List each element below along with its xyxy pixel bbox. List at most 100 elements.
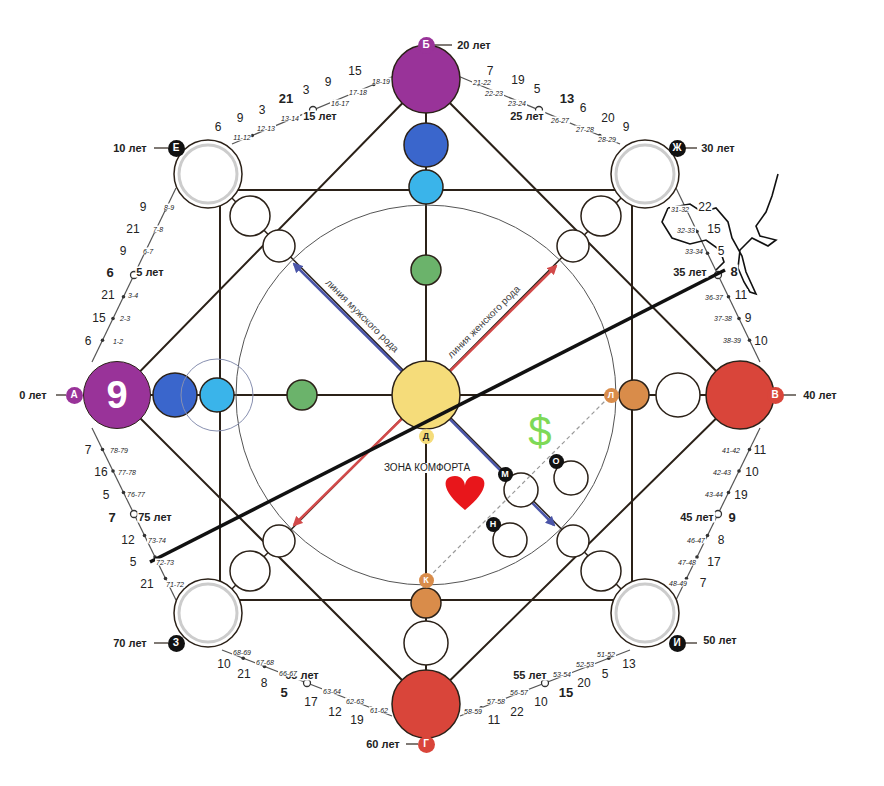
age-label: 60 лет: [365, 739, 401, 750]
age-number: 8: [729, 265, 738, 278]
year-range: 48-49: [668, 580, 688, 587]
callout-number: 6: [579, 102, 588, 114]
callout-number: 12: [327, 706, 342, 718]
letter-badge: Д: [419, 429, 434, 444]
year-range: 26-27: [550, 117, 570, 124]
year-range: 27-28: [575, 126, 595, 133]
year-range: 23-24: [507, 100, 527, 107]
age-label: 50 лет: [702, 635, 738, 646]
callout-number: 16: [93, 466, 108, 478]
callout-number: 21: [236, 668, 251, 680]
year-range: 57-58: [486, 698, 506, 705]
badge-letter: Д: [423, 432, 429, 441]
age-label: 0 лет: [18, 390, 47, 401]
year-range: 63-64: [322, 688, 342, 695]
letter-badge: Г: [418, 736, 435, 753]
year-range: 11-12: [232, 134, 251, 141]
year-range: 3-4: [127, 292, 139, 299]
badge-letter: Г: [423, 739, 429, 749]
year-range: 31-32: [670, 206, 690, 213]
year-range: 47-48: [677, 559, 697, 566]
year-range: 7-8: [152, 226, 164, 233]
callout-number: 5: [601, 668, 610, 680]
age-number: 21: [278, 92, 294, 105]
zone-label: ЗОНА КОМФОРТА: [383, 463, 471, 473]
age-label: 10 лет: [112, 143, 148, 154]
badge-letter: Б: [422, 40, 429, 50]
year-range: 16-17: [330, 100, 350, 107]
age-label: 75 лет: [137, 512, 173, 523]
year-range: 78-79: [109, 447, 129, 454]
callout-number: 19: [349, 714, 364, 726]
callout-number: 22: [697, 201, 712, 213]
year-range: 73-74: [147, 537, 167, 544]
callout-number: 8: [717, 534, 726, 546]
letter-badge: Е: [168, 140, 185, 157]
year-range: 52-53: [575, 661, 595, 668]
callout-number: 19: [510, 74, 525, 86]
money-sign: $: [527, 411, 552, 453]
callout-number: 21: [125, 223, 140, 235]
year-range: 8-9: [163, 204, 175, 211]
callout-number: 11: [734, 289, 748, 301]
year-range: 56-57: [509, 689, 529, 696]
callout-number: 19: [733, 489, 748, 501]
year-range: 41-42: [721, 447, 741, 454]
callout-number: 8: [260, 677, 269, 689]
callout-number: 15: [706, 223, 721, 235]
callout-number: 9: [622, 121, 631, 133]
letter-badge: К: [419, 573, 434, 588]
dashed-connector: [433, 402, 605, 574]
letter-badge: Б: [418, 37, 435, 54]
year-range: 36-37: [704, 294, 724, 301]
badge-letter: И: [673, 638, 680, 648]
age-number: 15: [558, 686, 574, 699]
year-range: 46-47: [686, 537, 706, 544]
badge-letter: Е: [173, 143, 180, 153]
age-number: 6: [105, 266, 114, 279]
age-number: 13: [559, 92, 575, 105]
age-label: 40 лет: [802, 390, 838, 401]
callout-number: 20: [576, 677, 591, 689]
callout-number: 21: [139, 578, 154, 590]
callout-number: 5: [717, 245, 726, 257]
callout-number: 10: [753, 335, 768, 347]
callout-number: 10: [744, 466, 759, 478]
callout-number: 20: [600, 112, 615, 124]
letter-badge: З: [168, 635, 185, 652]
age-number: 9: [727, 511, 736, 524]
callout-number: 9: [324, 76, 333, 88]
badge-letter: З: [173, 638, 179, 648]
year-range: 22-23: [484, 90, 504, 97]
year-range: 38-39: [722, 337, 742, 344]
callout-number: 3: [258, 104, 267, 116]
badge-letter: М: [501, 470, 509, 479]
callout-number: 5: [129, 556, 138, 568]
year-range: 12-13: [256, 125, 276, 132]
year-range: 1-2: [112, 338, 124, 345]
year-range: 72-73: [155, 559, 175, 566]
year-range: 53-54: [552, 671, 572, 678]
callout-number: 7: [84, 444, 93, 456]
value-circle: 9: [83, 361, 151, 429]
year-range: 21-22: [472, 79, 492, 86]
callout-number: 9: [744, 312, 753, 324]
year-range: 62-63: [345, 698, 365, 705]
age-label: 5 лет: [135, 267, 164, 278]
year-range: 71-72: [165, 581, 185, 588]
letter-badge: Ж: [669, 140, 686, 157]
year-range: 6-7: [142, 248, 154, 255]
year-range: 67-68: [255, 659, 275, 666]
letter-badge: А: [66, 387, 83, 404]
badge-letter: В: [771, 390, 778, 400]
age-label: 35 лет: [672, 267, 708, 278]
year-range: 13-14: [280, 115, 300, 122]
callout-number: 10: [216, 658, 231, 670]
badge-letter: О: [552, 457, 559, 466]
callout-number: 13: [621, 658, 636, 670]
callout-number: 9: [236, 112, 245, 124]
year-range: 33-34: [684, 248, 704, 255]
age-label: 25 лет: [509, 111, 545, 122]
badge-letter: К: [423, 576, 429, 585]
